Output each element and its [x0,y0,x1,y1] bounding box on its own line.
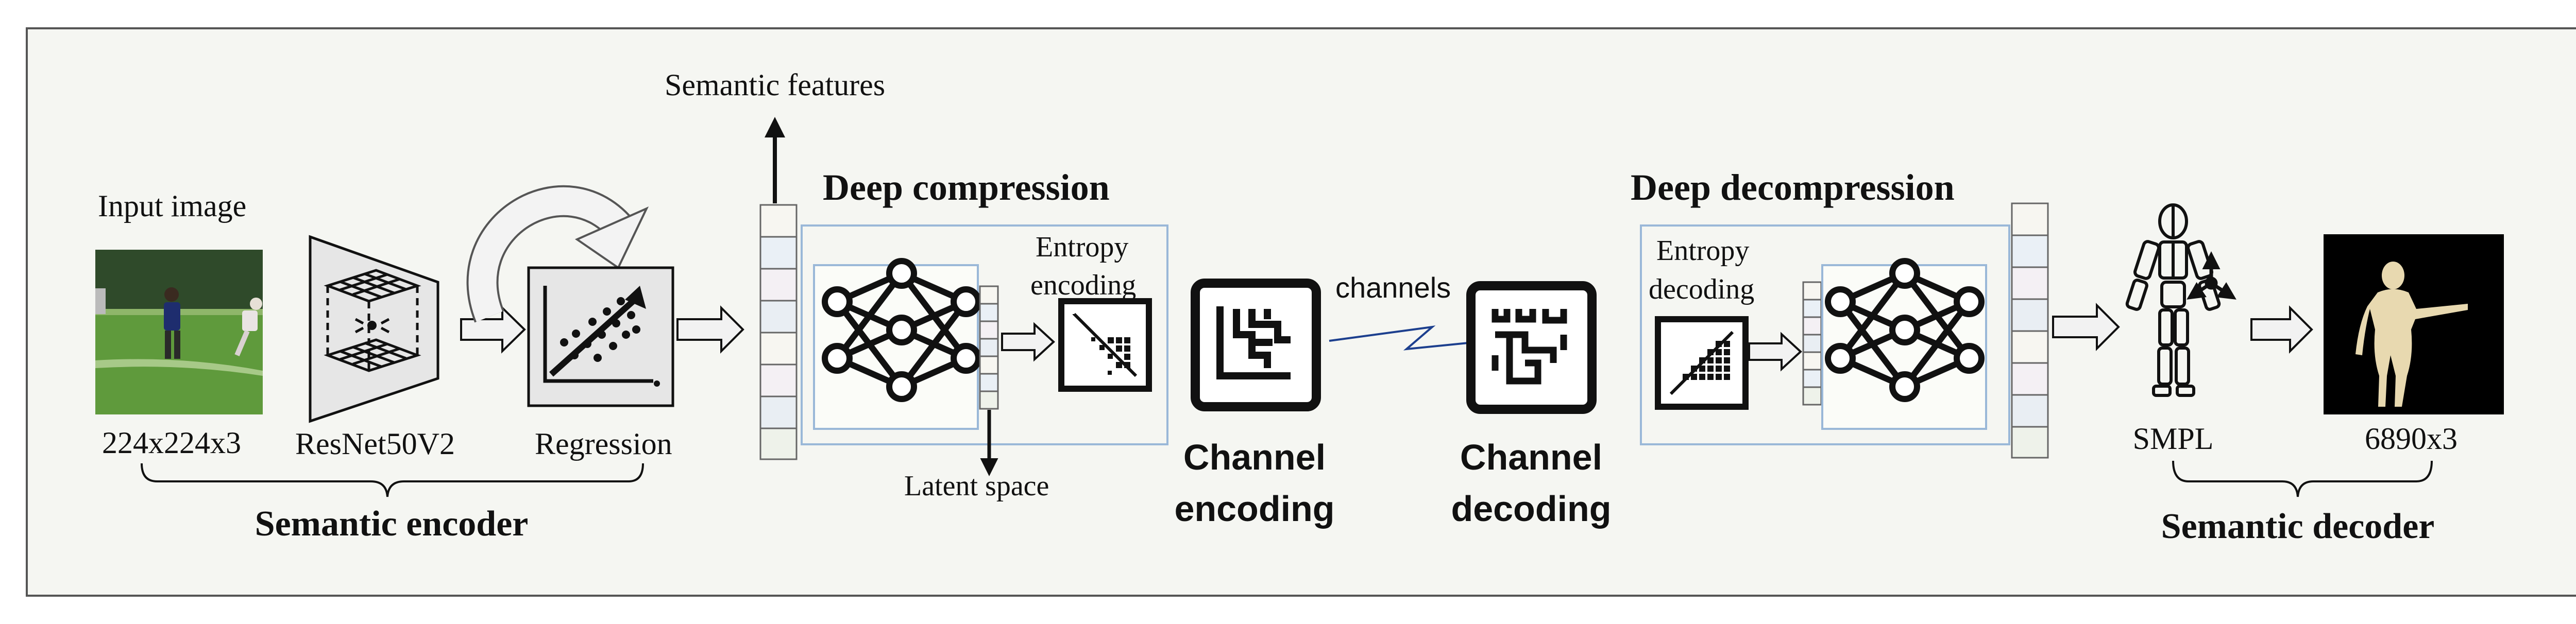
regression-chart-icon [527,266,674,407]
channel-decoding-icon [1466,281,1597,414]
semantic-decoder-brace [2172,460,2433,497]
loop-arrow-icon [466,185,649,323]
regression-label: Regression [535,427,672,461]
semantic-decoder-label: Semantic decoder [2161,507,2435,546]
channel-encoding-label-1: Channel [1183,437,1326,477]
arrow-smpl-to-mesh [2250,305,2313,354]
semantic-encoder-brace [141,463,644,497]
deep-compression-box [801,224,1168,445]
input-image-thumbnail [95,250,263,414]
channels-label: channels [1335,271,1451,304]
decoder-latent-stack [1802,281,1822,406]
entropy-encoding-label-2: encoding [1030,269,1136,301]
lightning-channel-icon [1329,325,1474,351]
entropy-decoding-label-2: decoding [1649,273,1754,305]
arrow-resnet-to-regression [460,305,526,354]
semantic-encoder-label: Semantic encoder [255,504,529,544]
arrow-entropy-to-latent [1748,332,1802,372]
entropy-encoding-label-1: Entropy [1036,231,1128,263]
entropy-decoding-label-1: Entropy [1656,235,1749,267]
resnet-label: ResNet50V2 [295,427,455,461]
arrow-latent-to-entropy [1001,322,1055,362]
input-image-label: Input image [98,189,246,223]
entropy-encoding-icon [1058,298,1152,392]
entropy-decoding-icon [1655,316,1749,410]
smpl-skeleton-icon [2125,203,2221,397]
smpl-label: SMPL [2133,422,2214,456]
resnet-cube-icon [309,235,439,423]
semantic-feature-stack [759,204,798,460]
channel-decoding-label-1: Channel [1460,437,1602,477]
channel-decoding-label-2: decoding [1451,489,1611,529]
latent-space-stack [979,285,999,410]
arrow-features-to-smpl [2052,303,2120,351]
deep-compression-title: Deep compression [823,167,1110,208]
axes-icon [2187,251,2236,300]
reconstructed-feature-stack [2011,202,2049,459]
semantic-features-label: Semantic features [665,68,885,102]
output-size-label: 6890x3 [2365,422,2458,456]
channel-encoding-icon [1191,279,1321,411]
channel-encoding-label-2: encoding [1174,489,1334,529]
latent-space-label: Latent space [904,470,1049,502]
deep-decompression-box [1640,224,2010,445]
human-mesh-icon [2324,234,2504,414]
deep-decompression-title: Deep decompression [1631,167,1955,208]
input-size-label: 224x224x3 [102,426,241,460]
arrow-regression-to-features [676,305,744,354]
